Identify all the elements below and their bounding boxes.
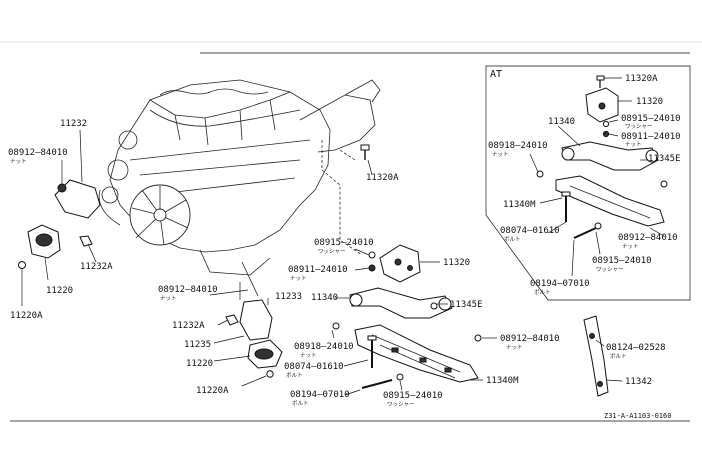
label-at-08194-sub: ボルト (534, 288, 551, 296)
rear-mount-main (332, 144, 482, 389)
label-at-08911: 08911–24010 (621, 132, 681, 142)
label-at-08911-sub: ナット (625, 141, 642, 148)
at-inset-frame (485, 65, 691, 301)
label-at-11320A: 11320A (625, 74, 658, 84)
label-at-08918: 08918–24010 (488, 141, 548, 151)
label-11233: 11233 (275, 292, 302, 302)
bracket-11342 (583, 315, 609, 397)
label-11320A-main: 11320A (366, 173, 399, 183)
member-11340-main (349, 287, 453, 319)
label-at-08912-sub: ナット (622, 243, 639, 250)
label-08074-main: 08074–01610 (284, 362, 344, 372)
center-mount-parts (209, 261, 283, 378)
label-11220A-left: 11220A (10, 311, 43, 321)
label-08912-left-sub: ナット (10, 158, 27, 165)
left-mount-parts (18, 179, 101, 269)
label-at-08915b-sub: ワッシャー (596, 266, 624, 273)
center-leaders (213, 298, 269, 387)
label-11340M-main: 11340M (486, 376, 519, 386)
label-11340-main: 11340 (311, 293, 338, 303)
label-08912-mid: 08912–84010 (158, 285, 218, 295)
diagram-code: Z31-A-A1103-0160 (604, 412, 671, 420)
label-08124-sub: ボルト (610, 352, 627, 360)
label-at-08074-sub: ボルト (504, 235, 521, 243)
label-at-08915-sub: ワッシャー (625, 123, 653, 130)
label-11235: 11235 (184, 340, 211, 350)
engine-block-illustration (98, 79, 381, 276)
label-08194-main: 08194–07010 (290, 390, 350, 400)
label-08124: 08124–02528 (606, 343, 666, 353)
at-inset-parts (536, 75, 668, 239)
part-11232A-left (79, 235, 93, 247)
label-11220-left: 11220 (46, 286, 73, 296)
cooling-fan (129, 184, 191, 246)
label-at-11345E: 11345E (648, 154, 681, 164)
label-at-08912: 08912–84010 (618, 233, 678, 243)
nut-11220A-left (18, 261, 26, 269)
bracket-11233 (239, 299, 273, 341)
label-at-11340: 11340 (548, 117, 575, 127)
label-08915-main-sub: ワッシャー (318, 248, 346, 255)
left-leaders (21, 129, 97, 306)
label-11232: 11232 (60, 119, 87, 129)
bracket-leaders (595, 339, 623, 382)
label-08074-main-sub: ボルト (286, 371, 303, 379)
label-11320-main: 11320 (443, 258, 470, 268)
label-08912-mid-sub: ナット (160, 295, 177, 302)
label-08915-main2-sub: ワッシャー (387, 401, 415, 408)
nut-11220A-mid (266, 370, 274, 378)
label-at-08915b: 08915–24010 (592, 256, 652, 266)
label-at-08074: 08074–01610 (500, 226, 560, 236)
part-11232A-mid (225, 314, 239, 326)
label-08911-main-sub: ナット (290, 275, 307, 282)
label-08912-right: 08912–84010 (500, 334, 560, 344)
label-at-08194: 08194–07010 (530, 279, 590, 289)
rear-mount-guides (321, 140, 373, 256)
label-08911-main: 08911–24010 (288, 265, 348, 275)
at-inset-leaders (529, 77, 665, 277)
rear-mount-leaders (331, 248, 497, 396)
label-08912-right-sub: ナット (506, 344, 523, 351)
label-08912-left: 08912–84010 (8, 148, 68, 158)
label-11220A-mid: 11220A (196, 386, 229, 396)
member-11340-at (561, 141, 659, 171)
label-11232A-mid: 11232A (172, 321, 205, 331)
label-08194-main-sub: ボルト (292, 399, 309, 407)
label-11342: 11342 (625, 377, 652, 387)
label-at-08918-sub: ナット (492, 151, 509, 158)
label-11220-mid: 11220 (186, 359, 213, 369)
label-11345E-main: 11345E (450, 300, 483, 310)
label-at-11340M: 11340M (503, 200, 536, 210)
label-at-11320: 11320 (636, 97, 663, 107)
label-08918-main: 08918–24010 (294, 342, 354, 352)
label-08915-main: 08915–24010 (314, 238, 374, 248)
label-08918-main-sub: ナット (300, 352, 317, 359)
label-08915-main2: 08915–24010 (383, 391, 443, 401)
label-11232A-left: 11232A (80, 262, 113, 272)
mount-bracket-11232 (54, 179, 101, 219)
label-at-08915: 08915–24010 (621, 114, 681, 124)
at-inset-title: AT (490, 69, 502, 80)
